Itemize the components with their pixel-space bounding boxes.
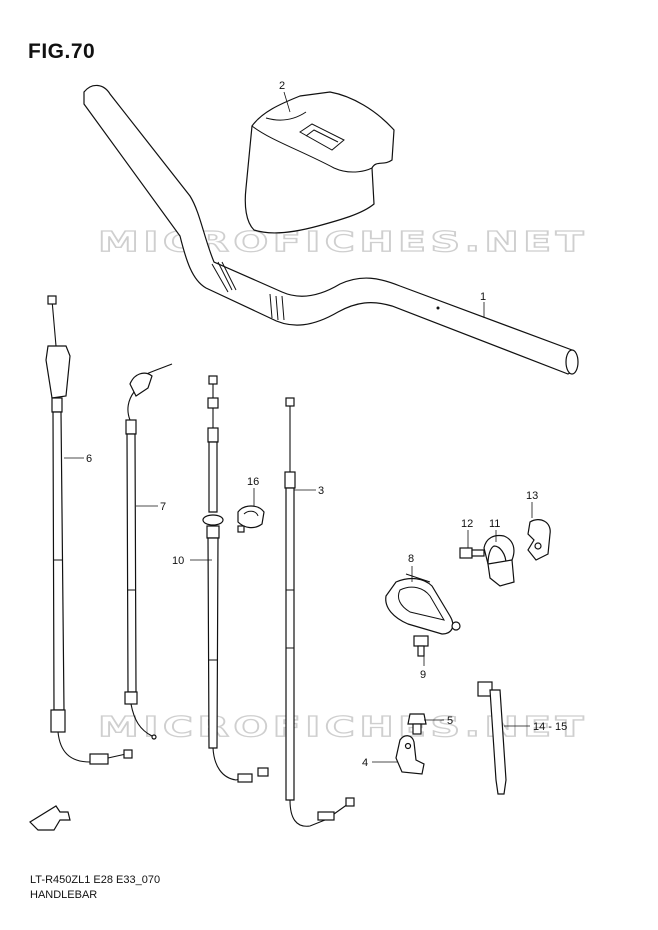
bracket-8 — [385, 573, 461, 635]
label-part-9: 9 — [420, 669, 426, 681]
watermark-top: MICROFICHES.NET — [98, 225, 588, 258]
section-name: HANDLEBAR — [30, 889, 98, 901]
cable-10 — [202, 375, 269, 783]
label-part-7: 7 — [160, 501, 166, 513]
label-part-4: 4 — [362, 757, 368, 769]
handlebar-knurl-2 — [269, 293, 285, 321]
handlebar-pad — [244, 91, 395, 234]
label-part-8: 8 — [408, 553, 414, 565]
handlebar-knurl-1 — [211, 261, 237, 293]
label-part-10: 10 — [172, 555, 184, 567]
handlebar — [83, 84, 579, 375]
cable-guide-16 — [237, 505, 265, 533]
label-part-2: 2 — [279, 80, 285, 92]
bolt-5 — [407, 713, 427, 735]
label-part-16: 16 — [247, 476, 259, 488]
label-part-11: 11 — [489, 518, 500, 530]
label-part-1: 1 — [480, 291, 486, 303]
clamp-11 — [483, 534, 515, 587]
front-direction-arrow: FWD — [29, 805, 71, 831]
leader-lines — [64, 91, 533, 763]
bolt-9 — [413, 635, 429, 657]
label-part-14-15: 14 - 15 — [533, 721, 567, 733]
label-part-12: 12 — [461, 518, 473, 530]
tie-14-15 — [477, 681, 507, 795]
figure-title: FIG.70 — [28, 40, 96, 63]
label-part-6: 6 — [86, 453, 92, 465]
clamp-13 — [527, 519, 551, 561]
model-code: LT-R450ZL1 E28 E33_070 — [30, 874, 161, 886]
label-part-13: 13 — [526, 490, 538, 502]
cable-6 — [45, 295, 133, 765]
label-part-5: 5 — [447, 715, 453, 727]
bolt-12 — [459, 547, 485, 559]
cable-7 — [124, 363, 173, 740]
watermark-bottom: MICROFICHES.NET — [98, 710, 588, 743]
bracket-4 — [395, 735, 425, 775]
cable-3 — [284, 397, 355, 827]
label-part-3: 3 — [318, 485, 324, 497]
